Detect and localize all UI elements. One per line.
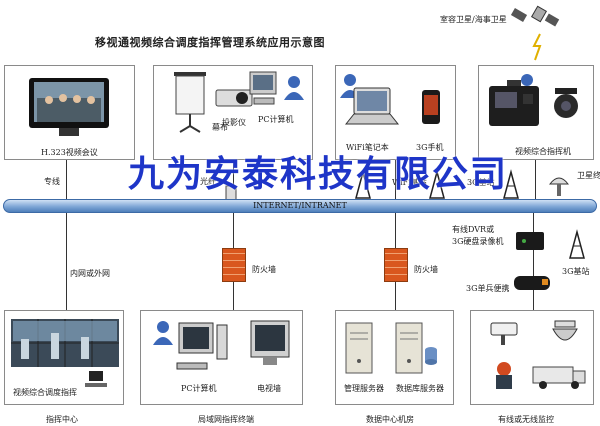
operator-desk-icon xyxy=(85,371,107,387)
soldier-label: 3G单兵便携 xyxy=(466,284,510,293)
video-conference-icon xyxy=(29,78,109,136)
internet-bus: INTERNET/INTRANET xyxy=(3,199,597,213)
dedicated-line-label: 专线 xyxy=(44,177,60,186)
wifi-laptop-label: WiFi笔记本 xyxy=(346,143,389,152)
h323-label: H.323视频会议 xyxy=(41,148,98,157)
bus-label: INTERNET/INTRANET xyxy=(253,201,347,210)
bullet-camera-icon xyxy=(490,322,518,345)
vehicle-icon xyxy=(532,366,586,389)
command-case-icon xyxy=(489,80,539,126)
user-icon xyxy=(284,76,304,100)
firewall-2-label: 防火墙 xyxy=(414,265,438,274)
dome-camera-icon xyxy=(552,320,578,341)
fiber-label: 光纤 xyxy=(200,177,216,186)
satellite-icon xyxy=(510,5,560,27)
satellite-label: 室容卫星/海事卫星 xyxy=(440,15,507,24)
server-icon xyxy=(395,322,423,374)
pc-icon xyxy=(249,71,277,105)
company-watermark: 九为安泰科技有限公司 xyxy=(128,153,509,195)
server-icon xyxy=(345,322,373,374)
firewall-icon xyxy=(384,248,408,282)
projector-label: 投影仪 xyxy=(222,118,246,127)
mgmt-server-label: 管理服务器 xyxy=(344,384,384,393)
command-center-caption: 指挥中心 xyxy=(46,415,78,424)
monitoring-caption: 有线或无线监控 xyxy=(498,415,554,424)
base-3g-label: 3G基站 xyxy=(562,267,590,276)
video-dispatch-label: 视频综合调度指挥 xyxy=(13,388,77,397)
cell-tower-icon xyxy=(569,229,585,259)
cmd-machine-label: 视频综合指挥机 xyxy=(515,147,571,156)
user-icon xyxy=(153,321,173,345)
screen-label: 幕布 xyxy=(212,123,228,132)
tv-icon xyxy=(250,320,290,365)
data-center-box: 管理服务器 数据库服务器 xyxy=(335,310,454,405)
db-server-label: 数据库服务器 xyxy=(396,384,444,393)
command-center-box: 视频综合调度指挥 xyxy=(4,310,124,405)
projection-screen-icon xyxy=(174,72,206,133)
worker-icon xyxy=(496,362,512,389)
wifi-antenna-icon xyxy=(355,169,371,199)
lightning-icon xyxy=(532,33,542,61)
wifi-antenna-icon xyxy=(429,169,445,199)
portable-unit-icon xyxy=(514,276,550,290)
lan-terminal-box: PC计算机 电视墙 xyxy=(140,310,303,405)
lan-terminal-caption: 局域网指挥终端 xyxy=(198,415,254,424)
mobile-phone-icon xyxy=(422,90,440,124)
cell-tower-icon xyxy=(503,169,519,199)
dvr-label-2: 3G硬盘录像机 xyxy=(452,237,504,246)
pc-icon xyxy=(176,322,228,370)
ptz-camera-icon xyxy=(554,88,578,118)
monitoring-box xyxy=(470,310,594,405)
laptop-icon xyxy=(344,87,400,125)
phone-3g-label: 3G手机 xyxy=(416,143,444,152)
diagram-title: 移视通视频综合调度指挥管理系统应用示意图 xyxy=(95,36,325,49)
presentation-box: 幕布 投影仪 PC计算机 xyxy=(153,65,313,160)
sat-terminal-label: 卫星终端 xyxy=(577,171,600,180)
dvr-label: 有线DVR或 xyxy=(452,225,495,234)
intranet-label: 内网或外网 xyxy=(70,269,110,278)
wifi-ap-label: WiFi基站 xyxy=(392,178,427,187)
data-center-caption: 数据中心机房 xyxy=(366,415,414,424)
satellite-dish-icon xyxy=(548,177,570,196)
database-icon xyxy=(425,347,437,365)
lan-pc-label: PC计算机 xyxy=(181,384,217,393)
projector-icon xyxy=(215,89,253,107)
dvr-icon xyxy=(516,232,544,250)
mobile-terminal-box: WiFi笔记本 3G手机 xyxy=(335,65,456,160)
tv-wall-label: 电视墙 xyxy=(257,384,281,393)
command-machine-box: 视频综合指挥机 xyxy=(478,65,594,160)
h323-box: H.323视频会议 xyxy=(4,65,135,160)
firewall-icon xyxy=(222,248,246,282)
base-3g-top-label: 3G基站 xyxy=(467,178,495,187)
pc-label: PC计算机 xyxy=(258,115,294,124)
firewall-1-label: 防火墙 xyxy=(252,265,276,274)
video-wall-icon xyxy=(11,319,119,367)
